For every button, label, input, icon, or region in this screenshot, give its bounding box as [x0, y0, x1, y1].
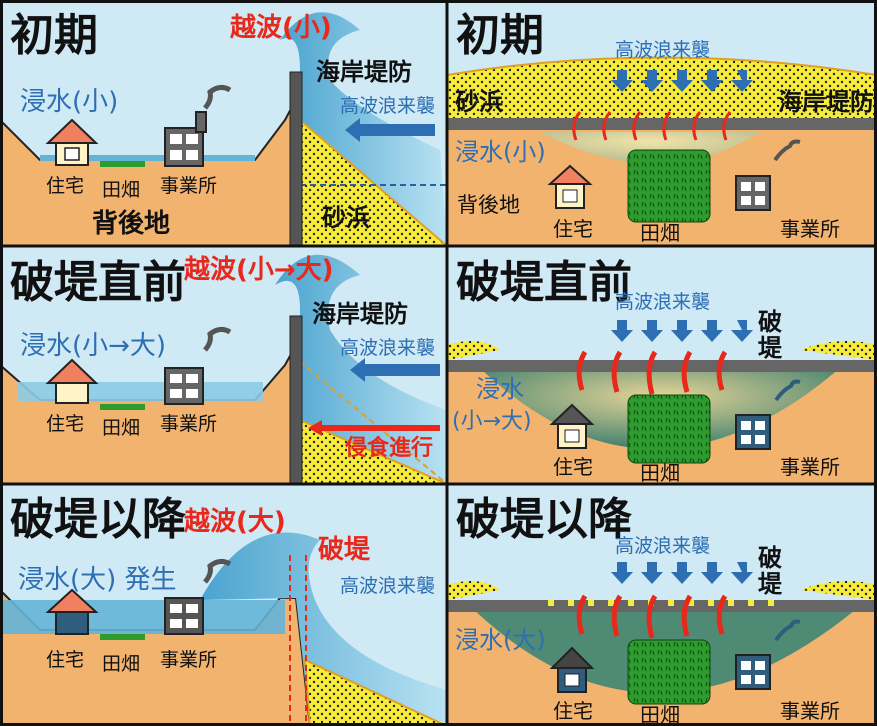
- house-label: 住宅: [553, 455, 593, 479]
- breach-label-1: 破: [758, 544, 782, 572]
- flood-label: 浸水(小): [20, 87, 118, 117]
- seawall-label: 海岸堤防: [316, 58, 412, 86]
- panel-right-initial: 初期 高波浪来襲 砂浜 海岸堤防 浸水(小) 背後地 住宅 田畑 事業所: [446, 0, 877, 246]
- seawall-label: 海岸堤防: [312, 300, 408, 328]
- house-label: 住宅: [46, 413, 84, 435]
- overtop-label: 越波(小→大): [184, 255, 334, 285]
- panel-title: 破堤以降: [10, 494, 186, 545]
- panel-title: 初期: [10, 10, 98, 61]
- house-label: 住宅: [553, 699, 593, 723]
- waves-label: 高波浪来襲: [340, 95, 435, 117]
- hinterland-label: 背後地: [457, 193, 520, 217]
- panel-right-before: 破堤直前 高波浪来襲 破 堤 浸水 (小→大) 住宅 田畑 事業所: [447, 246, 877, 485]
- levee: [447, 118, 877, 130]
- beach-label: 砂浜: [455, 88, 503, 116]
- office-label: 事業所: [160, 413, 217, 435]
- smoke-icon: [203, 326, 232, 352]
- house-icon: [45, 118, 99, 166]
- house-label: 住宅: [46, 175, 84, 197]
- erosion-label: 侵食進行: [344, 435, 433, 461]
- field-label: 田畑: [102, 417, 140, 439]
- flood-label: 浸水(大): [455, 626, 546, 654]
- house-icon: [45, 358, 99, 404]
- office-label: 事業所: [780, 217, 840, 241]
- breach-label-2: 堤: [758, 570, 783, 598]
- waves-label: 高波浪来襲: [340, 337, 435, 359]
- panel-left-initial: 初期 越波(小) 海岸堤防 高波浪来襲 浸水(小) 住宅 田畑 事業所 背後地 …: [0, 0, 450, 247]
- breach-label-1: 破: [758, 308, 782, 336]
- overtop-label: 越波(小): [230, 13, 332, 43]
- down-arrow-icon: [611, 562, 753, 584]
- curved-red-arrow-icon: [576, 594, 728, 639]
- field-icon: [627, 394, 711, 464]
- office-label: 事業所: [160, 175, 217, 197]
- field-label: 田畑: [640, 703, 680, 726]
- levee: [447, 360, 877, 372]
- field-icon: [627, 639, 711, 705]
- panel-left-before: 破堤直前 越波(小→大) 海岸堤防 高波浪来襲 浸水(小→大) 住宅 田畑 事業…: [0, 246, 448, 485]
- seawall: [289, 71, 303, 247]
- field-label: 田畑: [640, 461, 680, 485]
- overtop-label: 越波(大): [184, 507, 286, 537]
- hinterland-label: 背後地: [92, 208, 170, 239]
- house-icon: [549, 403, 595, 449]
- breach-gaps: [548, 600, 774, 606]
- house-icon: [547, 164, 593, 209]
- levee: [447, 600, 877, 612]
- field-label: 田畑: [102, 653, 140, 675]
- factory-icon: [164, 597, 204, 635]
- factory-icon: [735, 175, 771, 211]
- breach-label-2: 堤: [758, 334, 783, 362]
- waves-label: 高波浪来襲: [615, 291, 710, 313]
- office-label: 事業所: [160, 649, 217, 671]
- down-arrow-icon: [611, 320, 753, 342]
- smoke-icon: [203, 558, 232, 584]
- office-label: 事業所: [780, 699, 840, 723]
- flood-label-2: (小→大): [452, 409, 532, 434]
- smoke-icon: [774, 619, 801, 642]
- flood-label: 浸水(大) 発生: [18, 565, 177, 595]
- house-icon: [45, 588, 99, 635]
- flood-label: 浸水(小→大): [20, 331, 166, 361]
- factory-icon: [164, 111, 207, 167]
- factory-icon: [735, 414, 771, 450]
- curved-red-arrow-icon: [576, 350, 728, 395]
- breach-label: 破堤: [318, 535, 371, 565]
- factory-icon: [164, 367, 204, 405]
- panel-title: 破堤直前: [456, 257, 632, 308]
- down-arrow-icon: [611, 70, 753, 92]
- smoke-icon: [203, 84, 232, 110]
- field-icon: [627, 149, 711, 223]
- seawall: [289, 315, 303, 485]
- smoke-icon: [773, 139, 801, 162]
- panel-right-after: 破堤以降 高波浪来襲 破 堤 浸水(大) 住宅 田畑 事業所: [447, 484, 877, 726]
- waves-label: 高波浪来襲: [615, 39, 710, 61]
- house-label: 住宅: [553, 217, 593, 241]
- house-label: 住宅: [46, 649, 84, 671]
- left-arrow-icon: [308, 420, 440, 436]
- left-arrow-icon: [345, 118, 435, 142]
- panel-title: 初期: [456, 10, 544, 61]
- panel-title: 破堤以降: [456, 494, 632, 545]
- curved-red-arrow-icon: [572, 111, 732, 141]
- flood-label-1: 浸水: [476, 375, 524, 403]
- flood-label: 浸水(小): [455, 138, 546, 166]
- beach-label: 砂浜: [322, 204, 370, 232]
- smoke-icon: [774, 379, 801, 402]
- panel-title: 破堤直前: [10, 257, 186, 308]
- house-icon: [549, 646, 595, 693]
- field-label: 田畑: [102, 179, 140, 201]
- waves-label: 高波浪来襲: [340, 575, 435, 597]
- field-label: 田畑: [640, 221, 680, 245]
- waves-label: 高波浪来襲: [615, 535, 710, 557]
- factory-icon: [735, 654, 771, 690]
- field-strip: [100, 161, 145, 167]
- left-arrow-icon: [350, 358, 440, 382]
- seawall-label: 海岸堤防: [778, 88, 874, 116]
- panel-left-after: 破堤以降 越波(大) 破堤 浸水(大) 発生 高波浪来襲 住宅 田畑 事業所: [0, 484, 448, 726]
- office-label: 事業所: [780, 455, 840, 479]
